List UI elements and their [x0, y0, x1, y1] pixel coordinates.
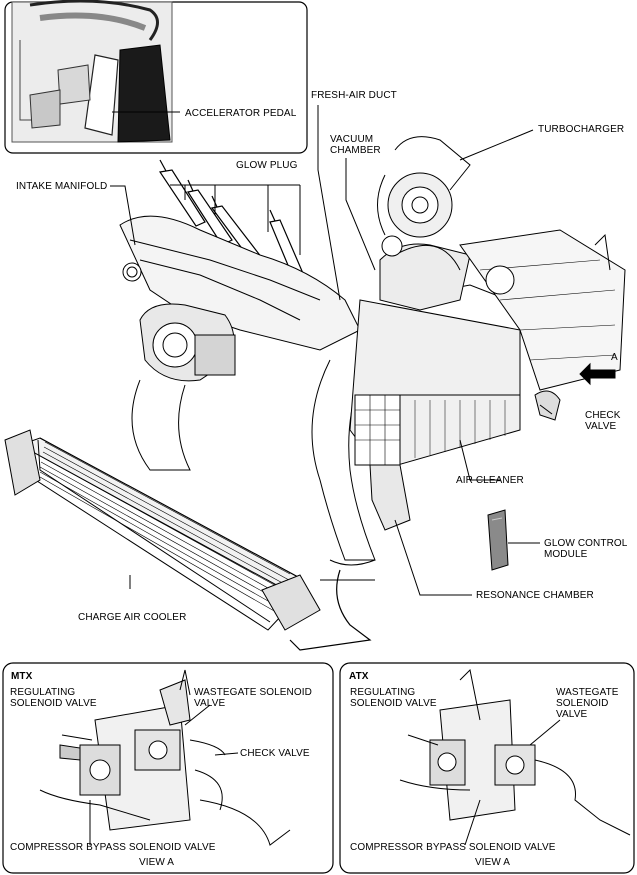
atx-inset	[339, 662, 635, 874]
glow-control-module-drawing	[487, 509, 509, 571]
turbocharger-drawing	[377, 136, 471, 257]
label-glow-control-module: GLOW CONTROL MODULE	[544, 538, 627, 560]
label-turbocharger: TURBOCHARGER	[538, 124, 625, 135]
mtx-label-wastegate-solenoid-valve: WASTEGATE SOLENOID VALVE	[194, 687, 312, 709]
glow-plugs	[158, 159, 306, 283]
pedal-inset	[4, 0, 308, 154]
mtx-label-compressor-bypass-solenoid-valve: COMPRESSOR BYPASS SOLENOID VALVE	[10, 842, 216, 853]
atx-wastegate-line-3: VALVE	[556, 709, 588, 720]
label-vacuum-chamber: VACUUM CHAMBER	[330, 134, 381, 156]
label-resonance-chamber: RESONANCE CHAMBER	[476, 590, 594, 601]
label-glow-control-module-line-2: MODULE	[544, 549, 588, 560]
mtx-regulating-line-2: SOLENOID VALVE	[10, 698, 97, 709]
label-fresh-air-duct: FRESH-AIR DUCT	[311, 90, 397, 101]
atx-label-regulating-solenoid-valve: REGULATING SOLENOID VALVE	[350, 687, 437, 709]
label-accelerator-pedal: ACCELERATOR PEDAL	[185, 108, 297, 119]
atx-label-compressor-bypass-solenoid-valve: COMPRESSOR BYPASS SOLENOID VALVE	[350, 842, 556, 853]
charge-air-cooler-drawing	[4, 429, 321, 631]
atx-title: ATX	[349, 671, 369, 682]
label-arrow-a: A	[611, 352, 618, 363]
view-a-arrow	[579, 362, 616, 386]
atx-wastegate-line-1: WASTEGATE	[556, 687, 619, 698]
atx-label-wastegate-solenoid-valve: WASTEGATE SOLENOID VALVE	[556, 687, 619, 720]
mtx-view-a: VIEW A	[139, 857, 175, 868]
mtx-inset	[2, 662, 334, 874]
engine-drawing	[4, 105, 626, 651]
label-air-cleaner: AIR CLEANER	[456, 475, 524, 486]
atx-regulating-line-1: REGULATING	[350, 687, 416, 698]
label-glow-plug: GLOW PLUG	[236, 160, 298, 171]
label-check-valve-line-1: CHECK	[585, 410, 621, 421]
label-check-valve: CHECK VALVE	[585, 410, 621, 432]
mtx-title: MTX	[11, 671, 33, 682]
label-intake-manifold: INTAKE MANIFOLD	[16, 181, 108, 192]
atx-regulating-line-2: SOLENOID VALVE	[350, 698, 437, 709]
label-charge-air-cooler: CHARGE AIR COOLER	[78, 612, 187, 623]
atx-wastegate-line-2: SOLENOID	[556, 698, 609, 709]
mtx-label-check-valve: CHECK VALVE	[240, 748, 310, 759]
air-cleaner-drawing	[349, 284, 562, 471]
mtx-regulating-line-1: REGULATING	[10, 687, 76, 698]
label-check-valve-line-2: VALVE	[585, 421, 617, 432]
label-vacuum-chamber-line-2: CHAMBER	[330, 145, 381, 156]
mtx-label-regulating-solenoid-valve: REGULATING SOLENOID VALVE	[10, 687, 97, 709]
label-vacuum-chamber-line-1: VACUUM	[330, 134, 374, 145]
atx-view-a: VIEW A	[475, 857, 511, 868]
label-glow-control-module-line-1: GLOW CONTROL	[544, 538, 628, 549]
mtx-wastegate-line-2: VALVE	[194, 698, 226, 709]
mtx-wastegate-line-1: WASTEGATE SOLENOID	[194, 687, 312, 698]
